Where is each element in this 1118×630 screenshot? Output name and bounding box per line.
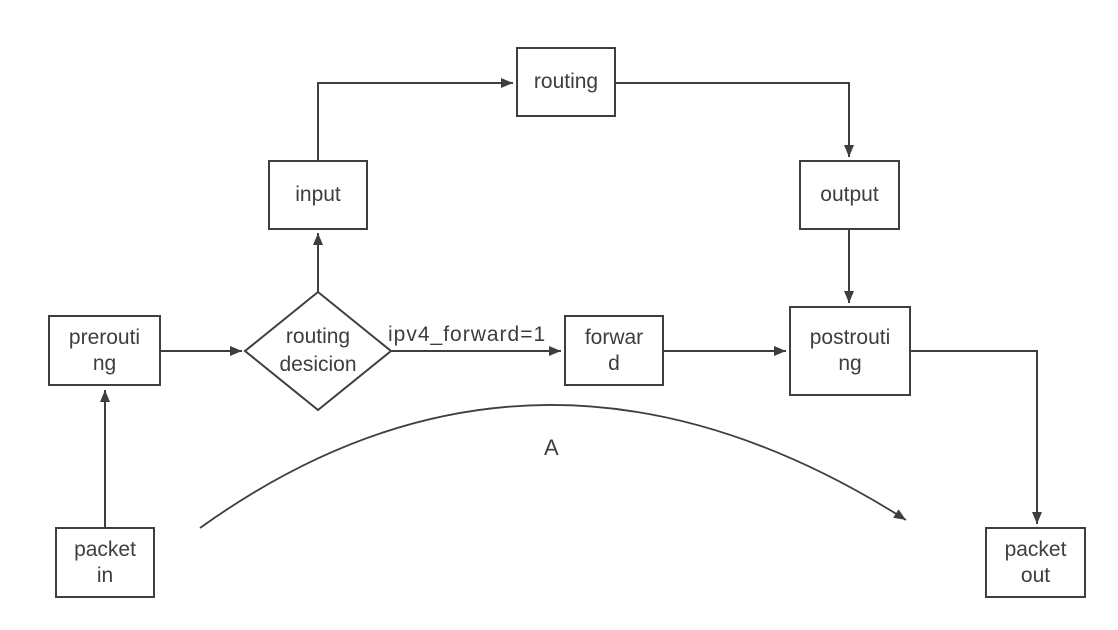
node-packet-in: packet in — [55, 527, 155, 598]
edge-input-to-routing — [317, 78, 513, 160]
edge-arc-a — [199, 404, 907, 529]
edge-postrouting-to-packet-out — [911, 350, 1042, 524]
node-packet-in-label: packet in — [74, 537, 136, 587]
node-routing-decision-label: routing desicion — [279, 325, 357, 376]
node-forward: forwar d — [564, 315, 664, 386]
node-input: input — [268, 160, 368, 230]
edge-label-arc-a: A — [544, 435, 559, 460]
node-prerouting: prerouti ng — [48, 315, 161, 386]
node-input-label: input — [295, 183, 341, 206]
node-output-label: output — [820, 183, 879, 206]
decision-diamond-shape — [243, 290, 393, 412]
node-prerouting-label: prerouti ng — [68, 325, 141, 375]
edge-label-ipv4-forward: ipv4_forward=1 — [388, 323, 547, 346]
node-output: output — [799, 160, 900, 230]
node-postrouting-label: postrouti ng — [809, 326, 891, 375]
node-routing: routing — [516, 47, 616, 117]
node-routing-decision: routing desicion — [258, 323, 378, 379]
node-packet-out: packet out — [985, 527, 1086, 598]
node-packet-out-label: packet out — [1004, 537, 1067, 587]
node-routing-label: routing — [533, 70, 599, 93]
edge-routing-to-output — [616, 82, 854, 157]
node-forward-label: forwar d — [584, 325, 644, 375]
node-postrouting: postrouti ng — [789, 306, 911, 396]
